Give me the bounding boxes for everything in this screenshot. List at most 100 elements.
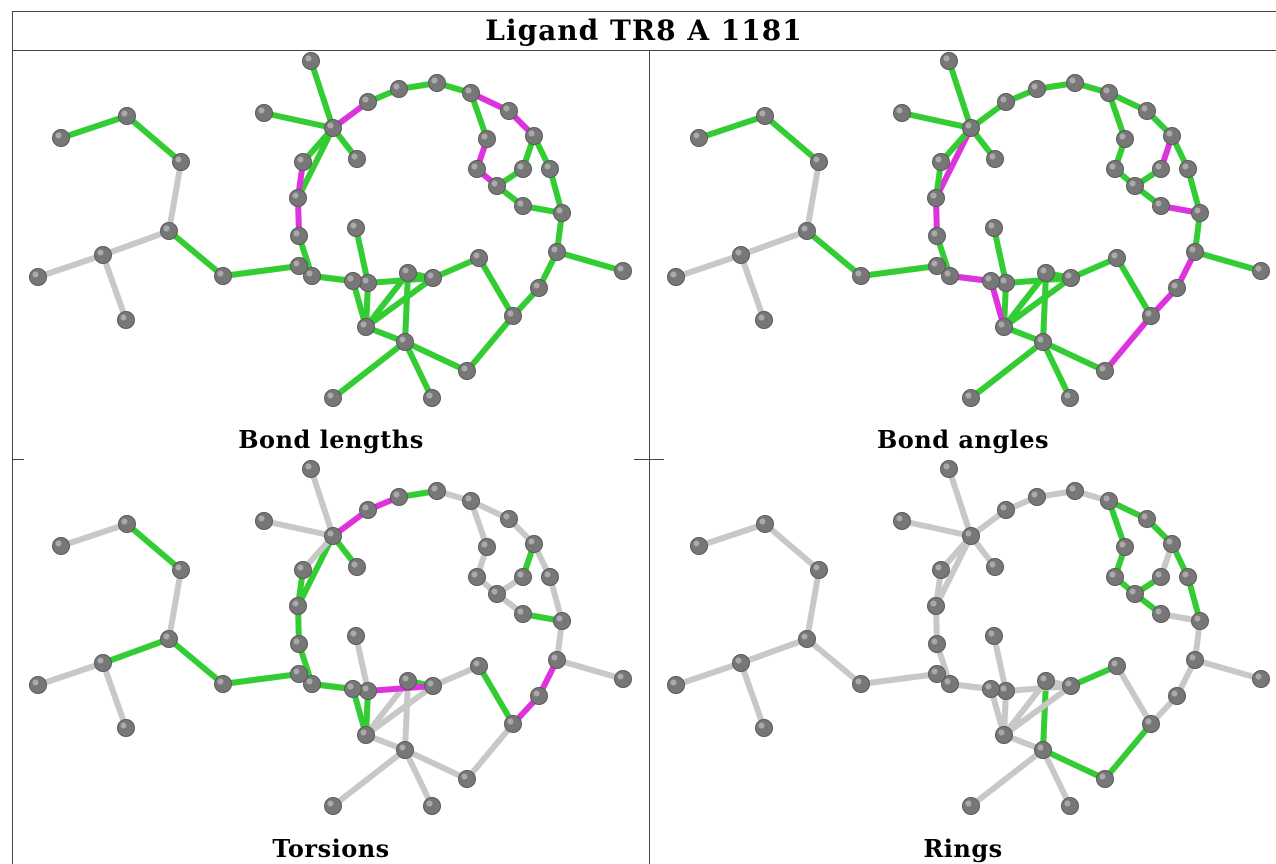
atom-highlight xyxy=(896,107,903,114)
atom xyxy=(1062,269,1080,287)
bond xyxy=(166,228,226,279)
bond xyxy=(1102,721,1154,782)
atom xyxy=(428,482,446,500)
atom xyxy=(458,770,476,788)
atom-highlight xyxy=(670,271,677,278)
atom xyxy=(117,719,135,737)
atom-highlight xyxy=(306,678,313,685)
bond xyxy=(353,225,371,286)
atom-highlight xyxy=(801,225,808,232)
atom-highlight xyxy=(481,541,488,548)
atom-highlight xyxy=(1064,392,1071,399)
atom-highlight xyxy=(481,133,488,140)
atom xyxy=(118,107,136,125)
atom xyxy=(614,262,632,280)
atom xyxy=(94,246,112,264)
atom xyxy=(423,389,441,407)
atom xyxy=(1061,389,1079,407)
atom-highlight xyxy=(1000,96,1007,103)
atom-highlight xyxy=(473,252,480,259)
atom xyxy=(962,797,980,815)
atom-highlight xyxy=(855,678,862,685)
atom xyxy=(500,102,518,120)
atom-highlight xyxy=(217,270,224,277)
atom xyxy=(399,672,417,690)
atom-highlight xyxy=(120,314,127,321)
atom-highlight xyxy=(556,615,563,622)
atom xyxy=(290,227,308,245)
atom xyxy=(29,268,47,286)
atom-highlight xyxy=(507,718,514,725)
atom xyxy=(1191,612,1209,630)
title-divider xyxy=(12,50,1276,51)
atom-highlight xyxy=(431,485,438,492)
atom-highlight xyxy=(293,668,300,675)
atom-highlight xyxy=(1103,495,1110,502)
atom xyxy=(755,719,773,737)
atom-highlight xyxy=(1111,660,1118,667)
atom xyxy=(324,389,342,407)
atom-highlight xyxy=(758,722,765,729)
atom-highlight xyxy=(97,249,104,256)
atom-highlight xyxy=(1145,310,1152,317)
panel-caption: Torsions xyxy=(272,834,390,863)
atom-highlight xyxy=(97,657,104,664)
atom xyxy=(514,197,532,215)
page-title: Ligand TR8 A 1181 xyxy=(485,14,803,47)
atom-highlight xyxy=(1040,675,1047,682)
atom-highlight xyxy=(461,773,468,780)
atom-highlight xyxy=(121,110,128,117)
atom xyxy=(614,670,632,688)
atom-highlight xyxy=(989,561,996,568)
atom xyxy=(1163,535,1181,553)
atom-highlight xyxy=(944,270,951,277)
atom xyxy=(1126,585,1144,603)
bond xyxy=(220,263,302,279)
atom xyxy=(160,630,178,648)
atom xyxy=(514,568,532,586)
atom xyxy=(1028,488,1046,506)
atom-highlight xyxy=(998,321,1005,328)
bond xyxy=(476,255,516,319)
atom-highlight xyxy=(1255,265,1262,272)
atom-highlight xyxy=(217,678,224,685)
bond xyxy=(804,636,864,687)
atom xyxy=(1186,243,1204,261)
atom xyxy=(396,333,414,351)
atom-highlight xyxy=(617,673,624,680)
top-border xyxy=(12,11,1276,12)
atom-highlight xyxy=(507,310,514,317)
atom xyxy=(1179,160,1197,178)
bond xyxy=(899,518,974,539)
atom xyxy=(1138,510,1156,528)
atom xyxy=(927,189,945,207)
bond xyxy=(1192,249,1264,274)
bond xyxy=(100,636,172,666)
atom-highlight xyxy=(362,504,369,511)
atom-highlight xyxy=(362,277,369,284)
atom xyxy=(1066,74,1084,92)
atom-highlight xyxy=(1182,571,1189,578)
atom xyxy=(995,726,1013,744)
atom xyxy=(1106,160,1124,178)
atom-highlight xyxy=(1099,773,1106,780)
bond xyxy=(100,228,172,258)
atom-highlight xyxy=(491,180,498,187)
atom-highlight xyxy=(360,729,367,736)
atom xyxy=(985,627,1003,645)
atom-highlight xyxy=(402,267,409,274)
atom xyxy=(1037,672,1055,690)
atom-highlight xyxy=(1037,744,1044,751)
atom xyxy=(1096,362,1114,380)
atom-highlight xyxy=(393,83,400,90)
atom xyxy=(690,129,708,147)
atom-highlight xyxy=(931,668,938,675)
atom-highlight xyxy=(1129,180,1136,187)
atom-highlight xyxy=(517,571,524,578)
atom-highlight xyxy=(1155,608,1162,615)
atom-highlight xyxy=(1145,718,1152,725)
atom xyxy=(255,512,273,530)
atom xyxy=(1037,264,1055,282)
atom-highlight xyxy=(258,107,265,114)
atom xyxy=(504,715,522,733)
